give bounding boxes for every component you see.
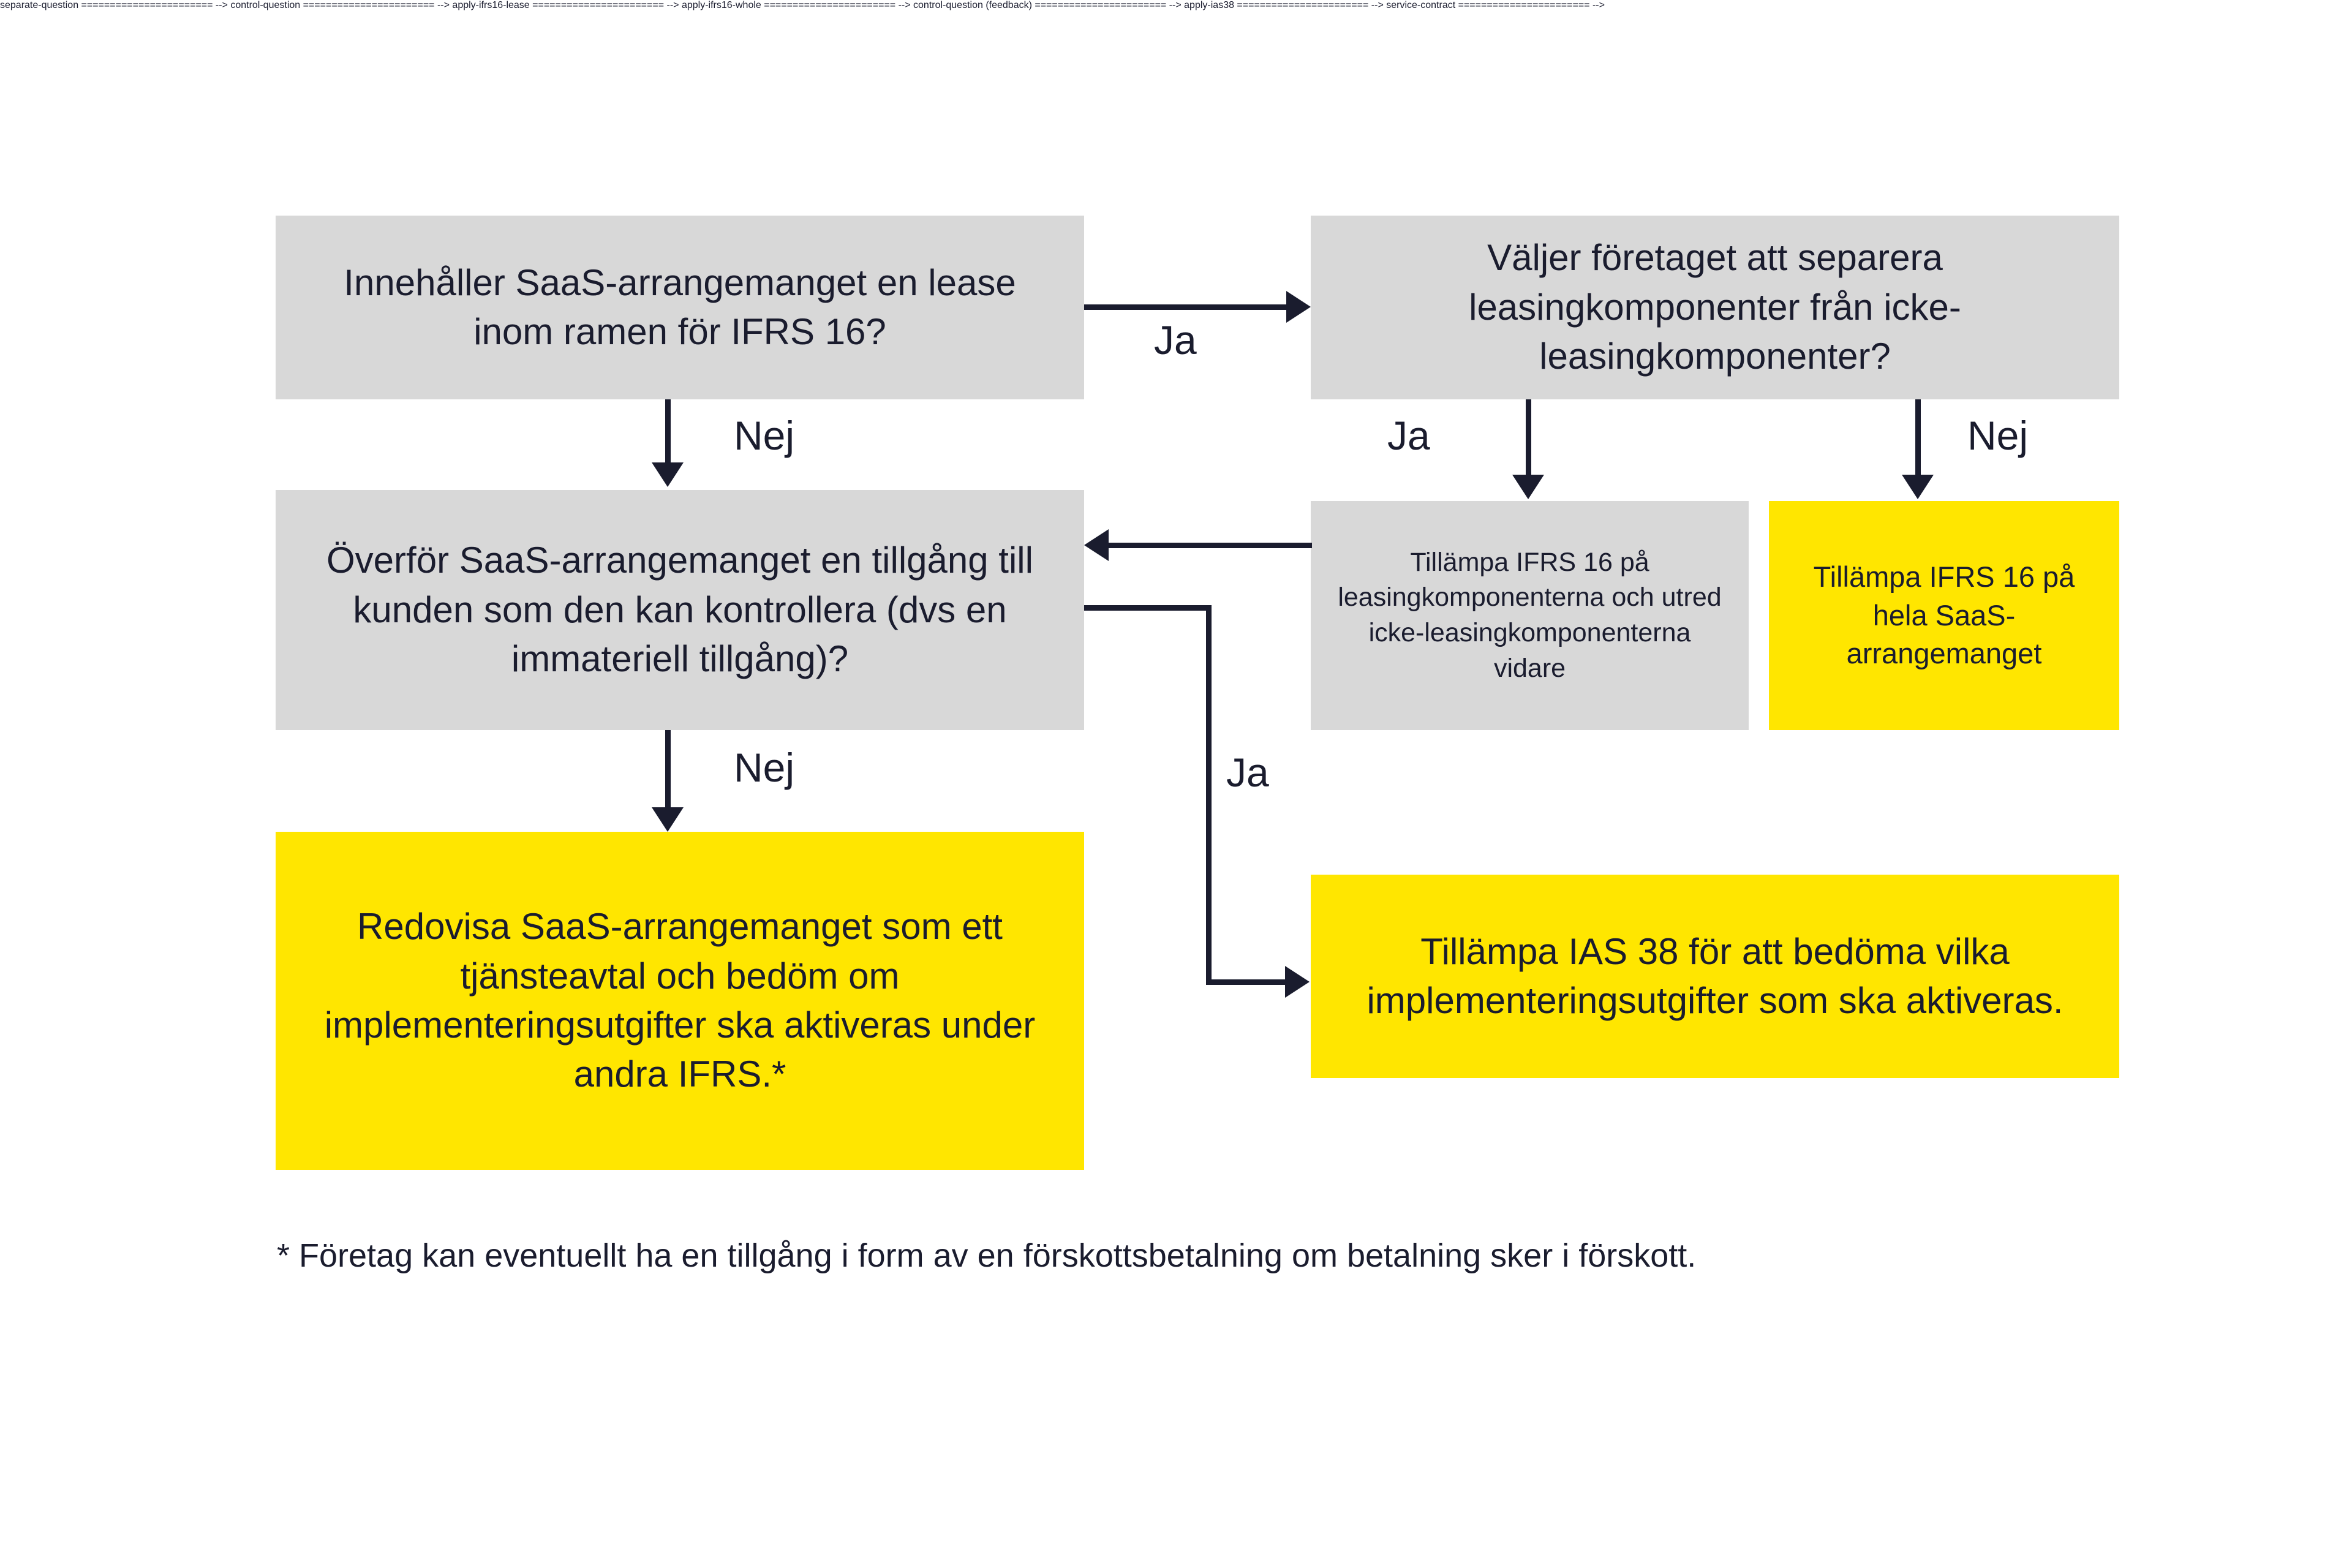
edge-separate-yes-line (1526, 399, 1531, 476)
node-apply-ifrs16-lease-label: Tillämpa IFRS 16 på leasingkomponenterna… (1338, 547, 1722, 683)
edge-separate-yes-arrowhead (1512, 475, 1544, 499)
edge-control-no-arrowhead (652, 807, 684, 832)
node-control-question-label: Överför SaaS-arrangemanget en tillgång t… (326, 540, 1033, 680)
edge-lease-yes-arrowhead (1286, 291, 1311, 323)
edge-control-yes-label: Ja (1226, 750, 1269, 795)
edge-lease-back-arrowhead (1084, 529, 1109, 561)
edge-control-yes-arrowhead (1285, 966, 1310, 998)
edge-control-yes-segment-h2 (1206, 979, 1286, 985)
edge-separate-no-label: Nej (1967, 413, 2029, 458)
node-separate-question-label: Väljer företaget att separera leasingkom… (1469, 237, 1961, 377)
edge-lease-back-line (1109, 543, 1312, 548)
node-control-question: Överför SaaS-arrangemanget en tillgång t… (276, 490, 1084, 730)
node-lease-question-label: Innehåller SaaS-arrangemanget en lease i… (344, 262, 1016, 352)
node-lease-question: Innehåller SaaS-arrangemanget en lease i… (276, 216, 1084, 399)
node-apply-ifrs16-whole: Tillämpa IFRS 16 på hela SaaS-arrangeman… (1769, 501, 2119, 730)
edge-control-yes-segment-h1 (1084, 605, 1212, 611)
edge-separate-no-line (1915, 399, 1921, 476)
edge-separate-no-arrowhead (1902, 475, 1934, 499)
node-apply-ias38-label: Tillämpa IAS 38 för att bedöma vilka imp… (1366, 930, 2064, 1021)
footnote-text: * Företag kan eventuellt ha en tillgång … (277, 1237, 1697, 1274)
edge-separate-yes-label: Ja (1387, 413, 1430, 458)
edge-control-no-line (665, 730, 671, 810)
edge-control-no-label: Nej (734, 745, 795, 790)
node-separate-question: Väljer företaget att separera leasingkom… (1311, 216, 2119, 399)
node-apply-ifrs16-whole-label: Tillämpa IFRS 16 på hela SaaS-arrangeman… (1813, 560, 2075, 670)
edge-lease-yes-label: Ja (1154, 317, 1197, 363)
node-service-contract-label: Redovisa SaaS-arrangemanget som ett tjän… (324, 906, 1036, 1095)
edge-lease-no-label: Nej (734, 413, 795, 458)
node-apply-ias38: Tillämpa IAS 38 för att bedöma vilka imp… (1311, 875, 2119, 1078)
edge-lease-no-line (665, 399, 671, 464)
edge-control-yes-segment-v (1206, 605, 1212, 985)
node-service-contract: Redovisa SaaS-arrangemanget som ett tjän… (276, 832, 1084, 1170)
edge-lease-no-arrowhead (652, 462, 684, 487)
edge-lease-yes-line (1084, 304, 1287, 310)
node-apply-ifrs16-lease: Tillämpa IFRS 16 på leasingkomponenterna… (1311, 501, 1749, 730)
